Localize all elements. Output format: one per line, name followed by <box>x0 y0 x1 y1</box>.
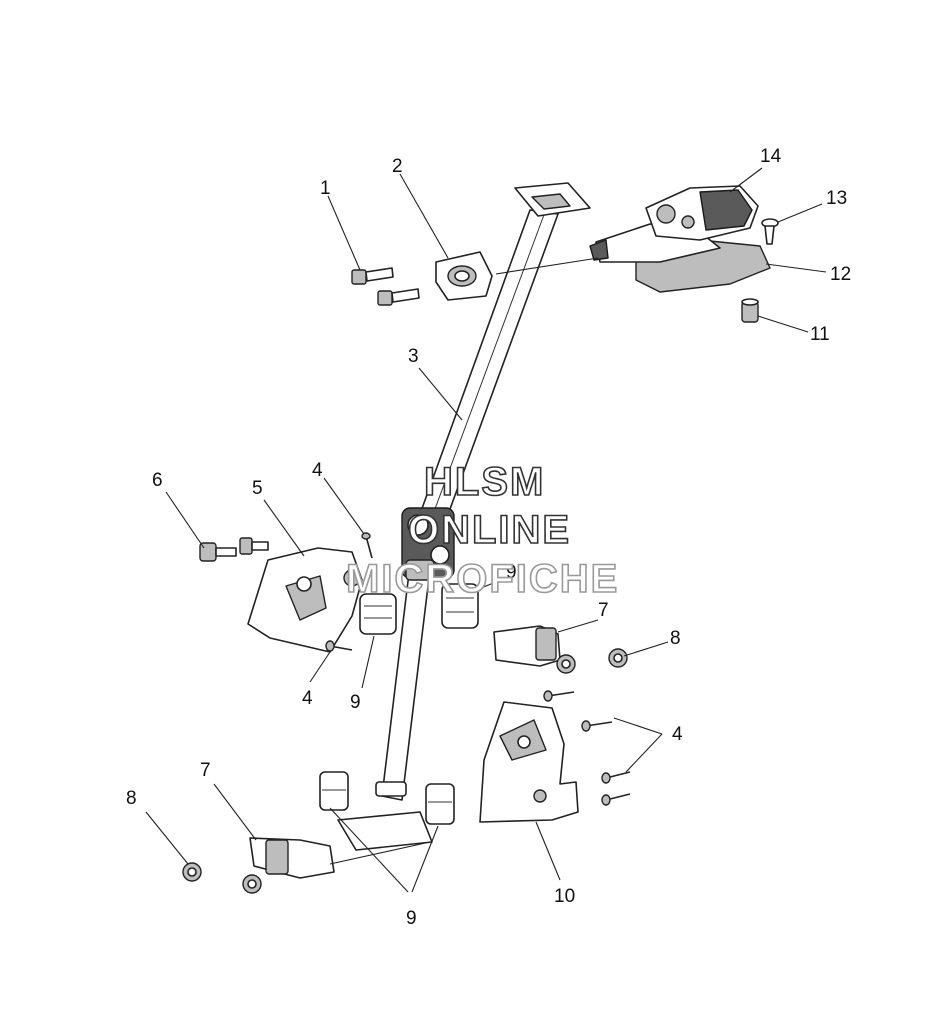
bolt-part-6[interactable] <box>199 537 269 562</box>
callout-8-right: 8 <box>670 628 681 649</box>
mounting-bracket-part-5[interactable] <box>247 547 363 653</box>
watermark-line-3: MICROFICHE <box>346 557 619 601</box>
nut-part-8-right[interactable] <box>556 648 628 674</box>
callout-3: 3 <box>408 346 419 367</box>
rivet-part-4-right-set[interactable] <box>543 690 631 806</box>
callout-10: 10 <box>554 886 575 907</box>
bushing-part-11[interactable] <box>741 298 759 323</box>
callout-12: 12 <box>830 264 851 285</box>
callout-1: 1 <box>320 178 331 199</box>
bracket-part-2[interactable] <box>435 251 493 301</box>
callout-9-upper: 9 <box>506 562 517 583</box>
nut-part-8-left[interactable] <box>182 862 262 894</box>
watermark: HLSM ONLINE MICROFICHE <box>345 459 619 602</box>
callout-9-left: 9 <box>350 692 361 713</box>
shifter-cover-part-14[interactable] <box>645 185 759 241</box>
callout-2: 2 <box>392 156 403 177</box>
steering-shaft-part-3[interactable] <box>337 182 591 851</box>
callout-11: 11 <box>810 324 830 345</box>
mounting-bracket-part-10[interactable] <box>479 701 579 823</box>
callout-7-right: 7 <box>598 600 609 621</box>
callout-labels: 1 2 3 4 4 4 5 6 7 7 8 8 9 9 9 10 11 12 1… <box>126 146 851 929</box>
rivet-part-4-upper[interactable] <box>361 532 373 559</box>
callout-4-right: 4 <box>672 724 683 745</box>
leader-lines <box>145 167 827 893</box>
rivet-part-4-lower[interactable] <box>325 640 353 652</box>
callout-4-lower: 4 <box>302 688 313 709</box>
bushing-part-9-left[interactable] <box>359 593 397 635</box>
callout-7-left: 7 <box>200 760 211 781</box>
bushing-part-9-bottom-right[interactable] <box>425 783 455 825</box>
callout-5: 5 <box>252 478 263 499</box>
callout-14: 14 <box>760 146 782 167</box>
watermark-line-1: HLSM <box>424 460 545 504</box>
bushing-part-9-right[interactable] <box>441 583 479 629</box>
bushing-part-9-bottom-left[interactable] <box>319 771 349 811</box>
watermark-line-2: ONLINE <box>408 508 571 552</box>
clamp-part-7-right[interactable] <box>493 625 561 667</box>
callout-4-upper: 4 <box>312 460 323 481</box>
callout-8-left: 8 <box>126 788 137 809</box>
screw-part-13[interactable] <box>761 218 779 245</box>
callout-9-bottom: 9 <box>406 908 417 929</box>
bolt-part-1[interactable] <box>351 267 420 306</box>
callout-6: 6 <box>152 470 163 491</box>
clamp-part-7-left[interactable] <box>249 837 335 879</box>
callout-13: 13 <box>826 188 847 209</box>
